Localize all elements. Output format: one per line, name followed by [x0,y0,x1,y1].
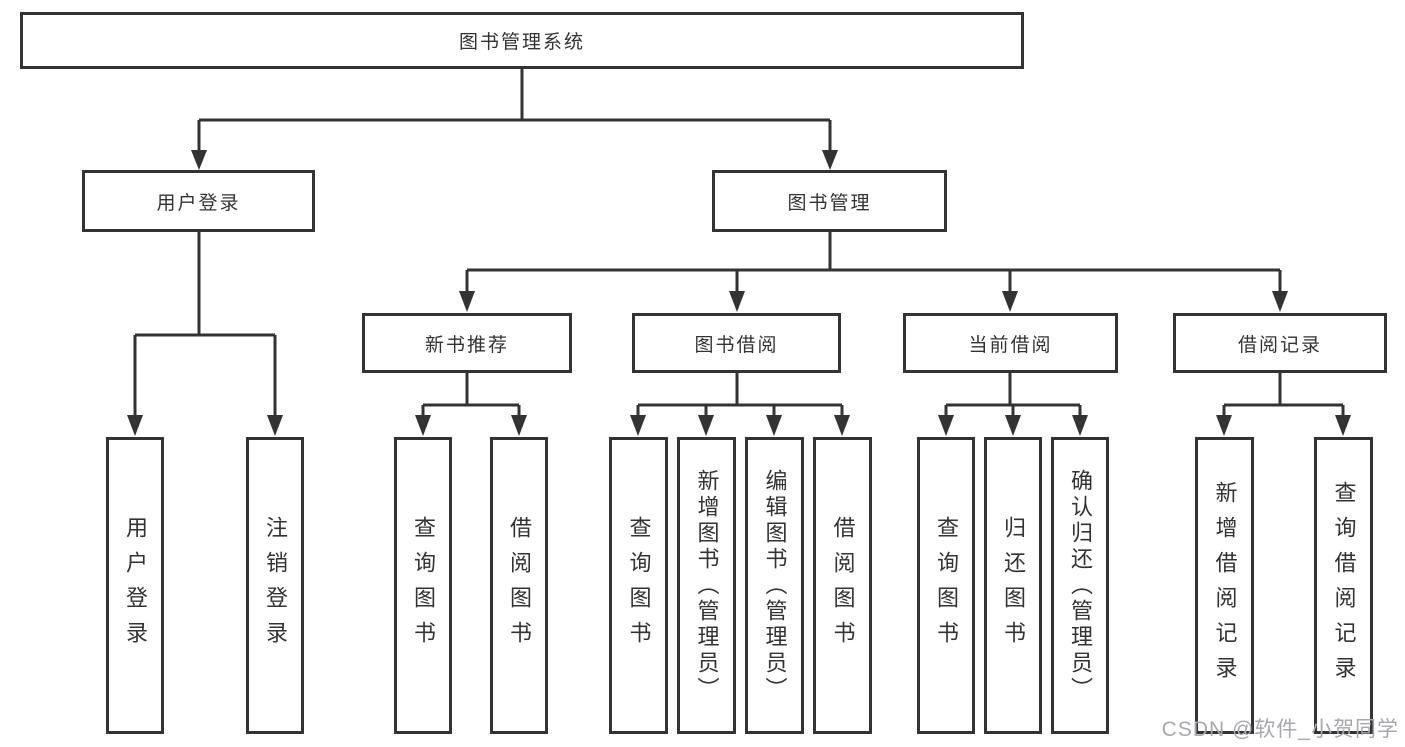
node-book-borrow: 图书借阅 [632,313,841,373]
leaf-borrow-books: 借阅图书 [813,437,872,734]
arrowhead-icon [822,150,838,170]
leaf-query-borrow-record: 查询借阅记录 [1314,437,1373,734]
arrowhead-icon [834,415,850,436]
arrowhead-icon [1072,415,1088,436]
arrowhead-icon [766,415,782,436]
leaf-label: 借阅图书 [507,515,532,656]
node-label: 图书管理系统 [458,32,585,53]
leaf-return-books: 归还图书 [984,437,1042,734]
leaf-query-books-recommend: 查询图书 [394,437,452,734]
csdn-watermark: CSDN @软件_小贺同学 [1161,718,1399,741]
node-current-borrow: 当前借阅 [903,313,1118,373]
node-book-management-system: 图书管理系统 [20,12,1024,69]
connector-root-to-level2 [191,69,838,170]
leaf-label: 归还图书 [1001,515,1026,656]
arrowhead-icon [1335,415,1351,436]
leaf-logout: 注销登录 [246,437,304,734]
node-label: 借阅记录 [1237,334,1322,356]
node-label: 新书推荐 [424,334,509,356]
connector-book-management-to-level3 [459,232,1288,312]
leaf-add-books-admin: 新增图书（管理员） [677,437,736,734]
leaf-label: 编辑图书（管理员） [762,468,788,703]
node-label: 当前借阅 [968,334,1053,356]
node-borrow-records: 借阅记录 [1173,313,1387,373]
arrowhead-icon [630,415,646,436]
arrowhead-icon [415,415,431,436]
leaf-label: 用户登录 [123,515,148,656]
arrowhead-icon [459,291,475,312]
leaf-query-books-borrow: 查询图书 [609,437,668,734]
leaf-label: 确认归还（管理员） [1068,468,1093,703]
arrowhead-icon [511,415,527,436]
leaf-add-borrow-record: 新增借阅记录 [1195,437,1254,734]
leaf-label: 借阅图书 [830,515,856,656]
leaf-label: 新增借阅记录 [1212,480,1238,691]
leaf-label: 查询图书 [934,515,959,656]
connector-new-book-recommend-to-leaves [415,373,527,436]
arrowhead-icon [267,415,283,436]
leaf-borrow-books-recommend: 借阅图书 [490,437,548,734]
node-label: 图书管理 [787,192,872,214]
node-book-management: 图书管理 [712,170,947,232]
arrowhead-icon [1005,415,1021,436]
leaf-edit-books-admin: 编辑图书（管理员） [745,437,804,734]
leaf-label: 查询借阅记录 [1331,480,1357,691]
leaf-label: 注销登录 [263,515,288,656]
connector-user-login-to-leaves [127,232,283,436]
arrowhead-icon [127,415,143,436]
connector-current-borrow-to-leaves [938,373,1088,436]
arrowhead-icon [1272,291,1288,312]
leaf-label: 新增图书（管理员） [694,468,720,703]
node-new-book-recommend: 新书推荐 [362,313,572,373]
leaf-user-login: 用户登录 [106,437,164,734]
arrowhead-icon [938,415,954,436]
arrowhead-icon [1216,415,1232,436]
leaf-label: 查询图书 [626,515,652,656]
arrowhead-icon [191,150,207,170]
leaf-confirm-return-admin: 确认归还（管理员） [1051,437,1109,734]
arrowhead-icon [729,291,745,312]
connector-book-borrow-to-leaves [630,373,850,436]
connector-borrow-records-to-leaves [1216,373,1351,436]
arrowhead-icon [698,415,714,436]
node-label: 用户登录 [156,192,241,214]
arrowhead-icon [1002,291,1018,312]
leaf-label: 查询图书 [411,515,436,656]
node-user-login: 用户登录 [82,170,315,232]
leaf-query-books-current: 查询图书 [917,437,975,734]
node-label: 图书借阅 [694,334,779,356]
